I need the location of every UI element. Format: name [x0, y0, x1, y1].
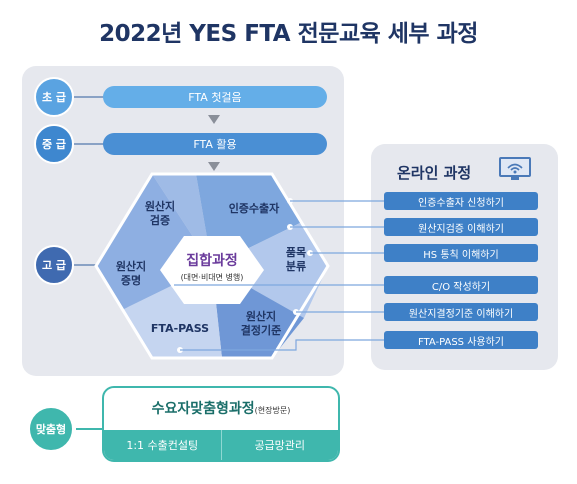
segment-label-origin-verification: 원산지 검증 — [144, 200, 176, 227]
level-advanced-badge: 고 급 — [34, 245, 74, 285]
page-title: 2022년 YES FTA 전문교육 세부 과정 — [99, 21, 478, 47]
segment-label-origin-certification: 원산지 증명 — [115, 260, 147, 287]
online-course-title: 온라인 과정 — [397, 164, 472, 182]
center-subtitle: (대면·비대면 병행) — [180, 273, 244, 282]
basic-connector — [74, 96, 104, 98]
level-custom-badge: 맞춤형 — [28, 406, 74, 452]
custom-connector — [76, 428, 102, 430]
custom-course-title: 수요자맞춤형과정(현장방문) — [104, 398, 338, 418]
online-course-hs-rules[interactable]: HS 통칙 이해하기 — [384, 244, 538, 262]
custom-option-supply-chain[interactable]: 공급망관리 — [220, 430, 339, 460]
segment-label-fta-pass: FTA-PASS — [150, 322, 210, 335]
online-course-origin-verification[interactable]: 원산지검증 이해하기 — [384, 218, 538, 236]
online-course-approved-exporter[interactable]: 인증수출자 신청하기 — [384, 192, 538, 210]
hexagon-graphic — [94, 172, 330, 360]
segment-label-approved-exporter: 인증수출자 — [228, 202, 280, 215]
online-course-origin-criteria[interactable]: 원산지결정기준 이해하기 — [384, 303, 538, 321]
intermediate-connector — [74, 143, 104, 145]
arrow-down-icon — [208, 162, 220, 171]
custom-option-export-consulting[interactable]: 1:1 수출컨설팅 — [126, 439, 199, 452]
advanced-connector — [74, 264, 96, 266]
course-fta-first-step[interactable]: FTA 첫걸음 — [103, 86, 327, 108]
center-hexagon — [160, 236, 264, 304]
level-intermediate-badge: 중 급 — [34, 124, 74, 164]
center-title: 집합과정 — [186, 253, 238, 269]
custom-options: 1:1 수출컨설팅 공급망관리 — [104, 430, 338, 460]
hex-outline — [94, 172, 330, 360]
advanced-hexagon-diagram: 원산지 검증 인증수출자 품목 분류 원산지 결정기준 FTA-PASS 원산지… — [92, 168, 332, 364]
custom-course-box: 수요자맞춤형과정(현장방문) 1:1 수출컨설팅 공급망관리 — [102, 386, 340, 462]
segment-label-origin-criteria: 원산지 결정기준 — [240, 310, 282, 337]
custom-title-text: 수요자맞춤형과정 — [151, 401, 255, 417]
online-course-co-writing[interactable]: C/O 작성하기 — [384, 276, 538, 294]
segment-label-classification: 품목 분류 — [285, 246, 307, 273]
monitor-wifi-icon — [499, 157, 531, 180]
arrow-down-icon — [208, 115, 220, 124]
online-course-fta-pass[interactable]: FTA-PASS 사용하기 — [384, 331, 538, 349]
level-basic-badge: 초 급 — [34, 77, 74, 117]
hex-segment-classification[interactable] — [212, 222, 328, 318]
custom-title-note: (현장방문) — [254, 406, 291, 415]
course-fta-utilization[interactable]: FTA 활용 — [103, 133, 327, 155]
